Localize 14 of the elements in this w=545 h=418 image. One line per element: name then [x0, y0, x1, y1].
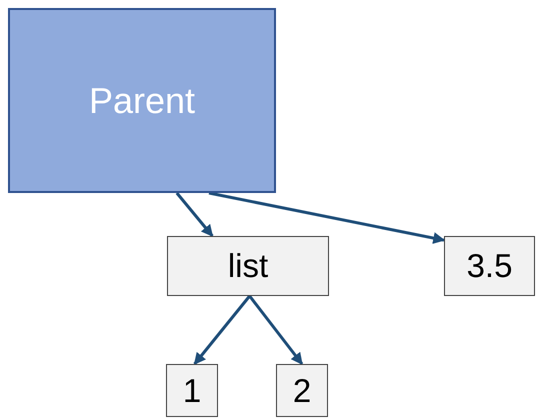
arrow: [208, 192, 446, 244]
parent-box: [8, 8, 276, 193]
arrow: [248, 295, 304, 365]
node-label: 3.5: [466, 247, 512, 285]
arrow: [193, 295, 251, 365]
node-label: Parent: [88, 80, 196, 122]
value-box: [444, 236, 535, 296]
value-box: [167, 236, 329, 296]
arrow: [176, 192, 214, 237]
node-label: 2: [292, 372, 312, 410]
node-label: list: [228, 247, 268, 285]
node-label: 1: [182, 372, 202, 410]
value-box: [276, 364, 328, 417]
value-box: [166, 364, 218, 417]
